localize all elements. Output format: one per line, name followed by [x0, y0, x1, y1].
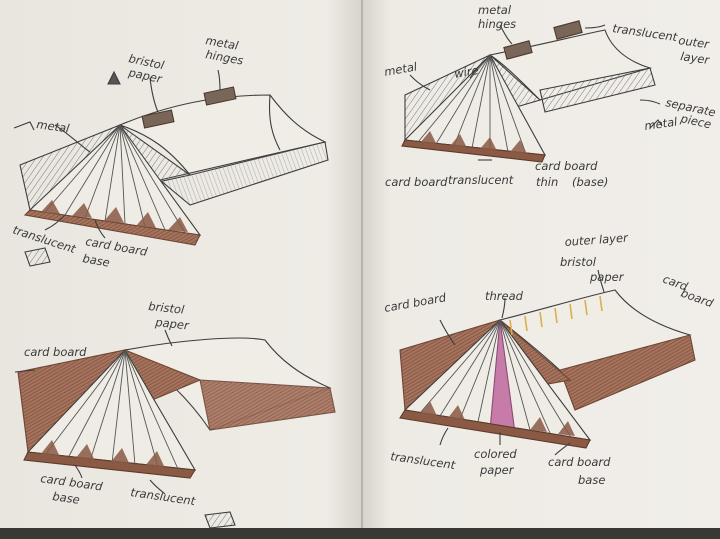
label-card-board-top: card board — [24, 345, 87, 359]
label-thread: thread — [485, 289, 524, 303]
label-metal-hinges-2: hinges — [204, 47, 244, 67]
label-bristol-br: bristol — [560, 255, 597, 269]
label-card-board-thin-1: card board — [535, 159, 598, 173]
label-metal-left: metal — [383, 59, 419, 79]
label-colored: colored — [474, 447, 517, 461]
label-card-board-base-br-2: base — [578, 473, 605, 487]
label-colored-paper: paper — [479, 463, 515, 477]
label-translucent-outer-2: outer — [678, 33, 712, 51]
label-paper: paper — [154, 315, 191, 333]
sketch-bottom-left — [14, 329, 336, 529]
label-card-board-tr: card board — [385, 175, 448, 189]
label-card-board-thin-3: (base) — [572, 175, 608, 189]
label-card-board-thin-2: thin — [536, 175, 558, 189]
sketch-top-left — [13, 69, 329, 267]
sketch-top-right — [401, 20, 663, 163]
label-bristol: bristol — [148, 299, 186, 317]
label-translucent-outer-3: layer — [680, 49, 712, 67]
label-separate-2: piece — [678, 111, 712, 131]
label-metal-hinges-2-right: hinges — [478, 17, 516, 31]
label-paper-br: paper — [589, 270, 625, 284]
label-metal: metal — [36, 117, 71, 136]
label-translucent-tr: translucent — [448, 173, 514, 187]
label-card-board-base-2: base — [52, 489, 81, 507]
label-card-board-base-br-1: card board — [548, 455, 611, 469]
dark-background-strip — [0, 528, 720, 539]
label-metal-right: metal — [643, 114, 678, 133]
sketch-bottom-right — [399, 269, 696, 456]
label-metal-hinges-1-right: metal — [478, 3, 512, 17]
label-metal-hinges-1: metal — [204, 33, 240, 53]
label-base: base — [81, 251, 110, 270]
label-outer-layer: outer layer — [564, 231, 629, 249]
label-wire: wire — [453, 63, 479, 81]
